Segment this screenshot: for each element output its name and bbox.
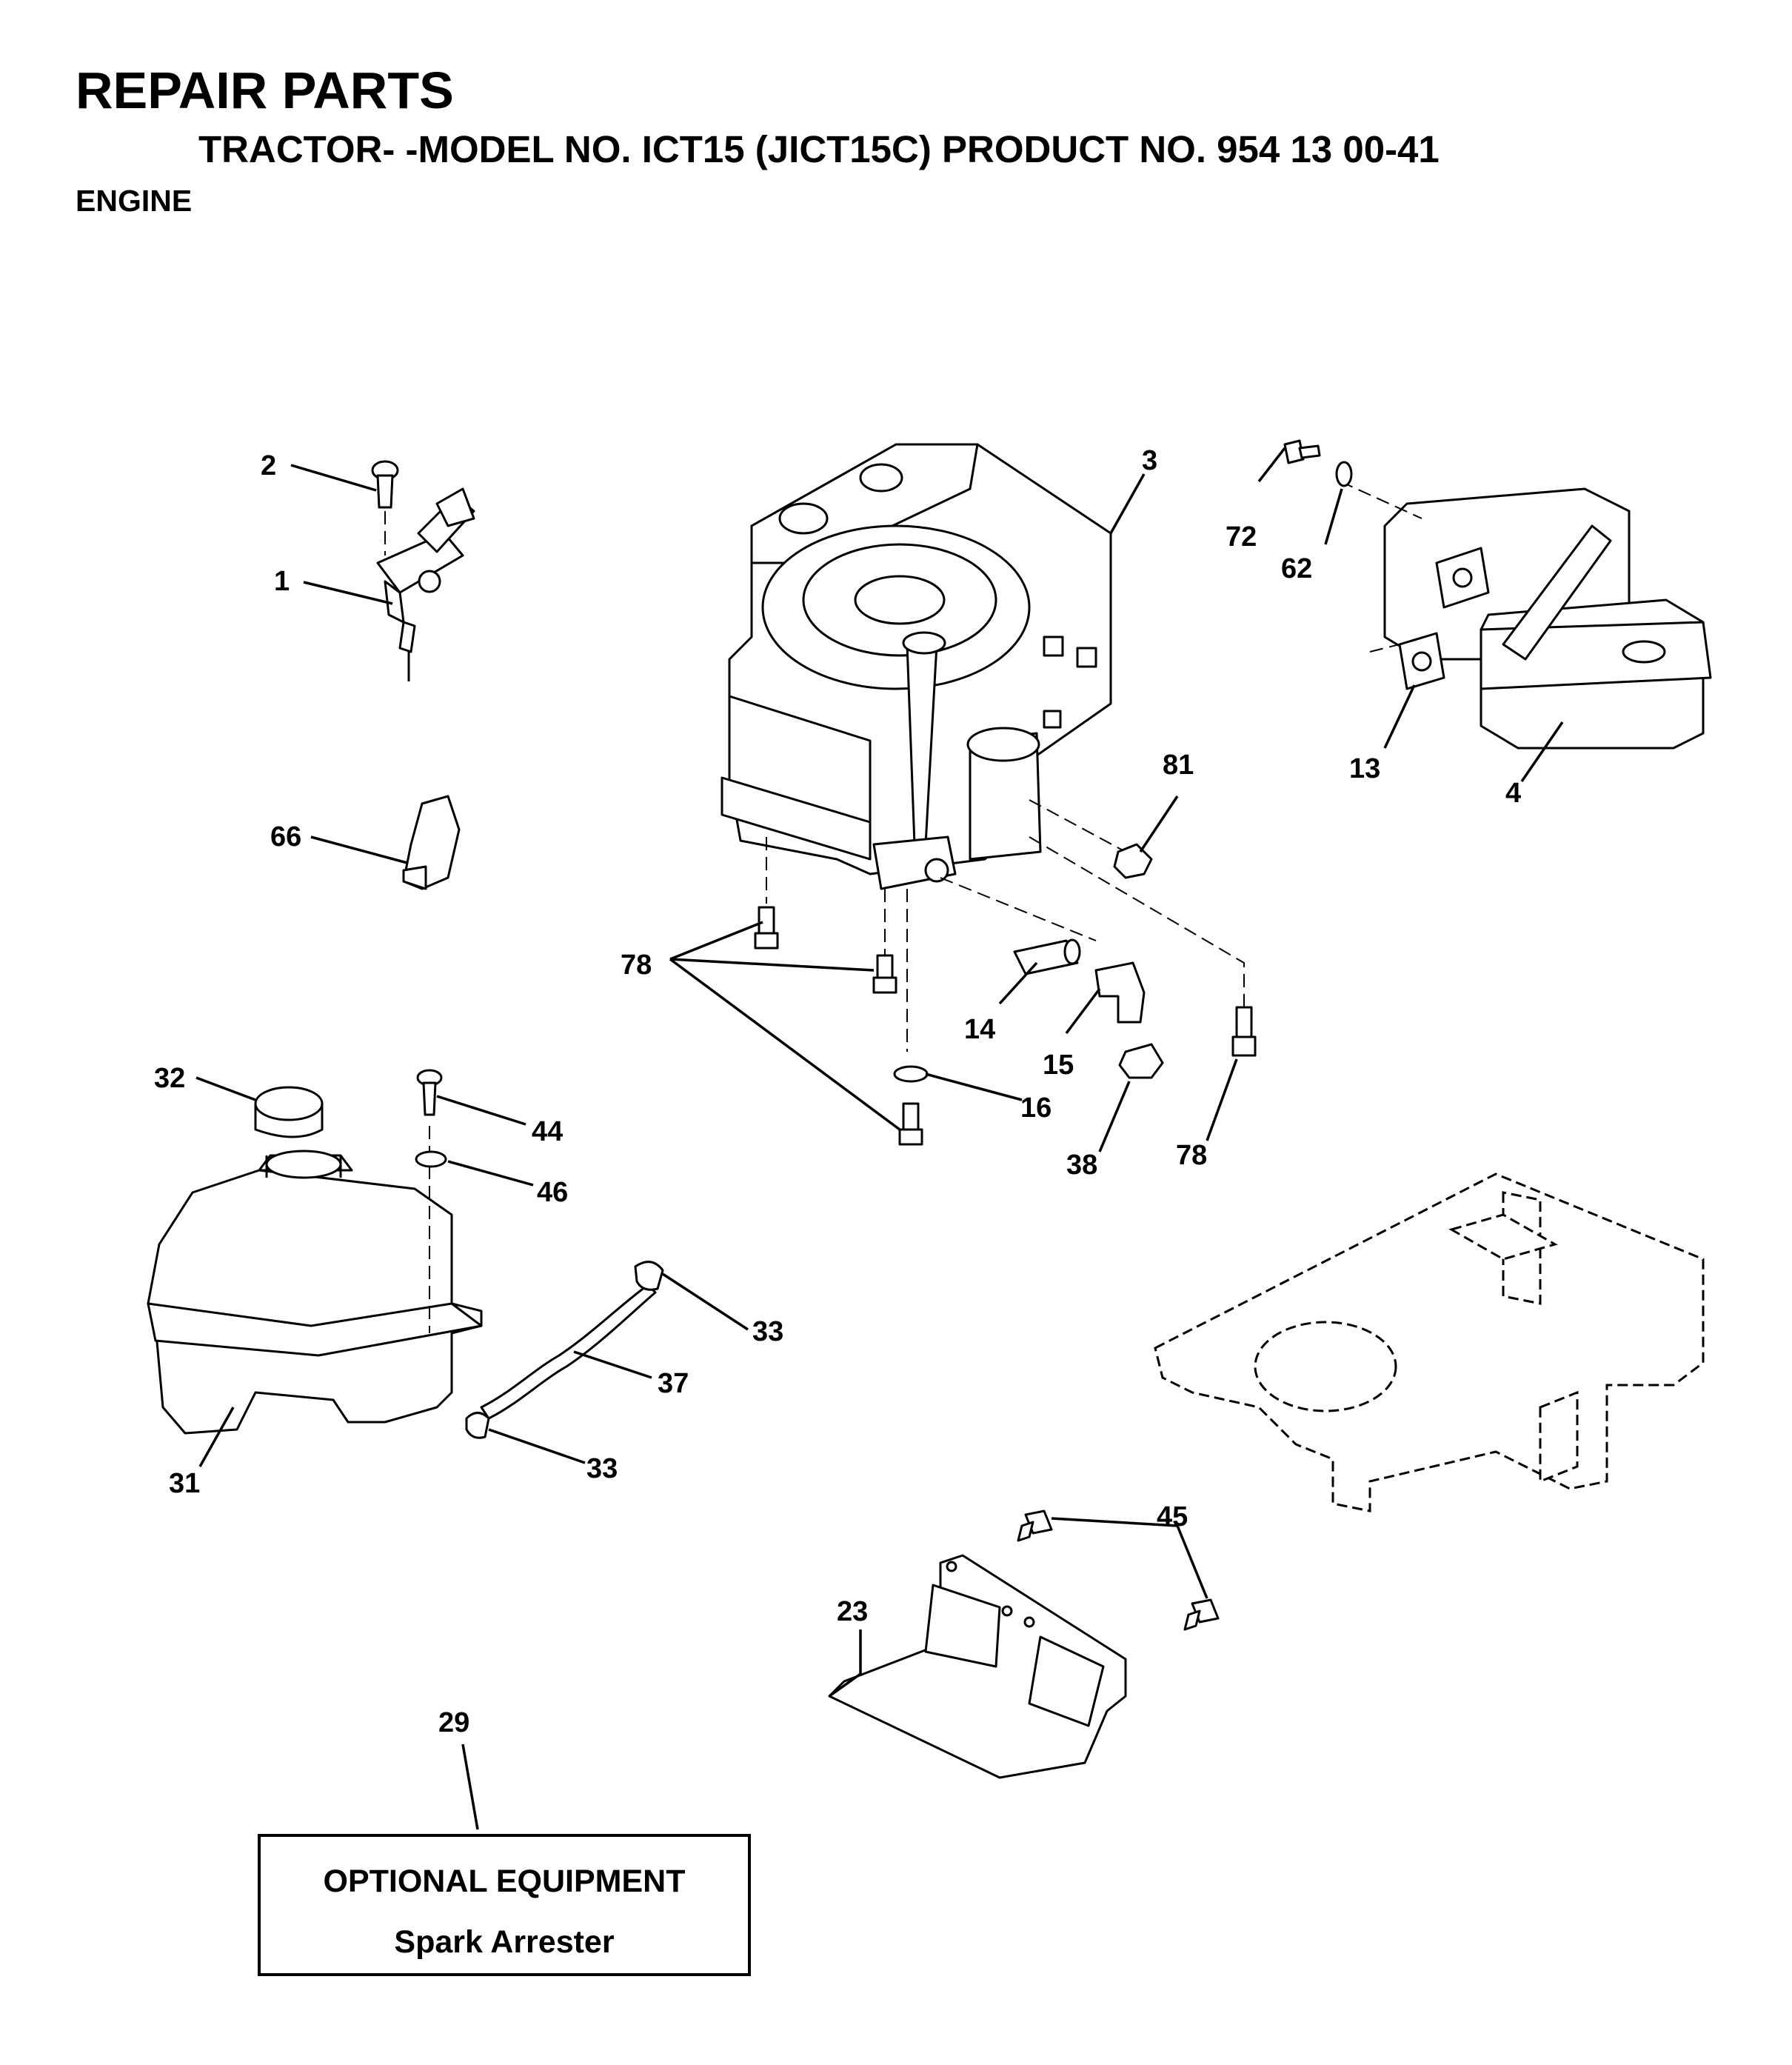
callout-1: 1 [274, 566, 290, 597]
fuel-line-part [480, 1284, 657, 1420]
callout-44: 44 [532, 1116, 563, 1147]
optional-equipment-title: OPTIONAL EQUIPMENT [323, 1864, 686, 1899]
callout-45: 45 [1157, 1501, 1188, 1532]
callout-78-right: 78 [1176, 1140, 1207, 1171]
callout-2: 2 [261, 450, 276, 481]
callout-15: 15 [1043, 1050, 1074, 1081]
callout-37: 37 [658, 1368, 689, 1399]
leader-lines [195, 447, 1564, 1830]
callout-62: 62 [1281, 553, 1312, 584]
callout-labels: 2 1 3 72 62 13 4 81 66 78 14 15 16 38 78… [154, 445, 1521, 1738]
callout-33-bottom: 33 [586, 1453, 618, 1484]
section-heading: ENGINE [76, 184, 193, 218]
chassis-frame-outline [1154, 1172, 1705, 1512]
optional-equipment-box: OPTIONAL EQUIPMENT Spark Arrester [258, 1834, 751, 1976]
callout-14: 14 [964, 1014, 995, 1045]
callout-66: 66 [270, 821, 301, 853]
callout-31: 31 [169, 1468, 200, 1499]
optional-equipment-item: Spark Arrester [394, 1924, 615, 1960]
drain-plug-part [1118, 1043, 1164, 1079]
engine-part [721, 443, 1245, 1052]
callout-13: 13 [1349, 753, 1380, 784]
washer-part [415, 1150, 447, 1168]
callout-33-top: 33 [752, 1316, 783, 1347]
elbow-part [1094, 961, 1146, 1024]
screw-part [1283, 439, 1321, 464]
callout-78-left: 78 [621, 950, 652, 981]
hose-clamp-part [465, 1261, 664, 1439]
lock-washer-part [1335, 461, 1353, 487]
callout-46: 46 [537, 1177, 568, 1208]
callout-29: 29 [438, 1707, 469, 1738]
bolt-part [754, 906, 1257, 1146]
callout-4: 4 [1505, 778, 1521, 809]
model-subtitle: TRACTOR- -MODEL NO. ICT15 (JICT15C) PROD… [198, 128, 1440, 170]
gasket-part [1398, 632, 1445, 690]
washer-part [893, 1065, 929, 1083]
bracket-part [402, 795, 461, 890]
fuel-cap-part [254, 1086, 324, 1138]
screw-part [371, 460, 399, 556]
callout-3: 3 [1142, 445, 1157, 476]
muffler-part [1340, 481, 1712, 750]
page-title: REPAIR PARTS [76, 61, 454, 119]
screw-part [416, 1069, 443, 1116]
pipe-part [1013, 938, 1081, 975]
callout-38: 38 [1066, 1150, 1097, 1181]
callout-23: 23 [837, 1596, 868, 1627]
screw-part [1017, 1509, 1220, 1631]
callout-81: 81 [1163, 750, 1194, 781]
nut-part [1113, 843, 1153, 879]
callout-32: 32 [154, 1063, 185, 1094]
callout-16: 16 [1020, 1092, 1052, 1124]
shield-part [828, 1554, 1127, 1779]
fuel-tank-part [147, 1126, 483, 1435]
throttle-control-part [376, 487, 475, 681]
callout-72: 72 [1226, 521, 1257, 553]
